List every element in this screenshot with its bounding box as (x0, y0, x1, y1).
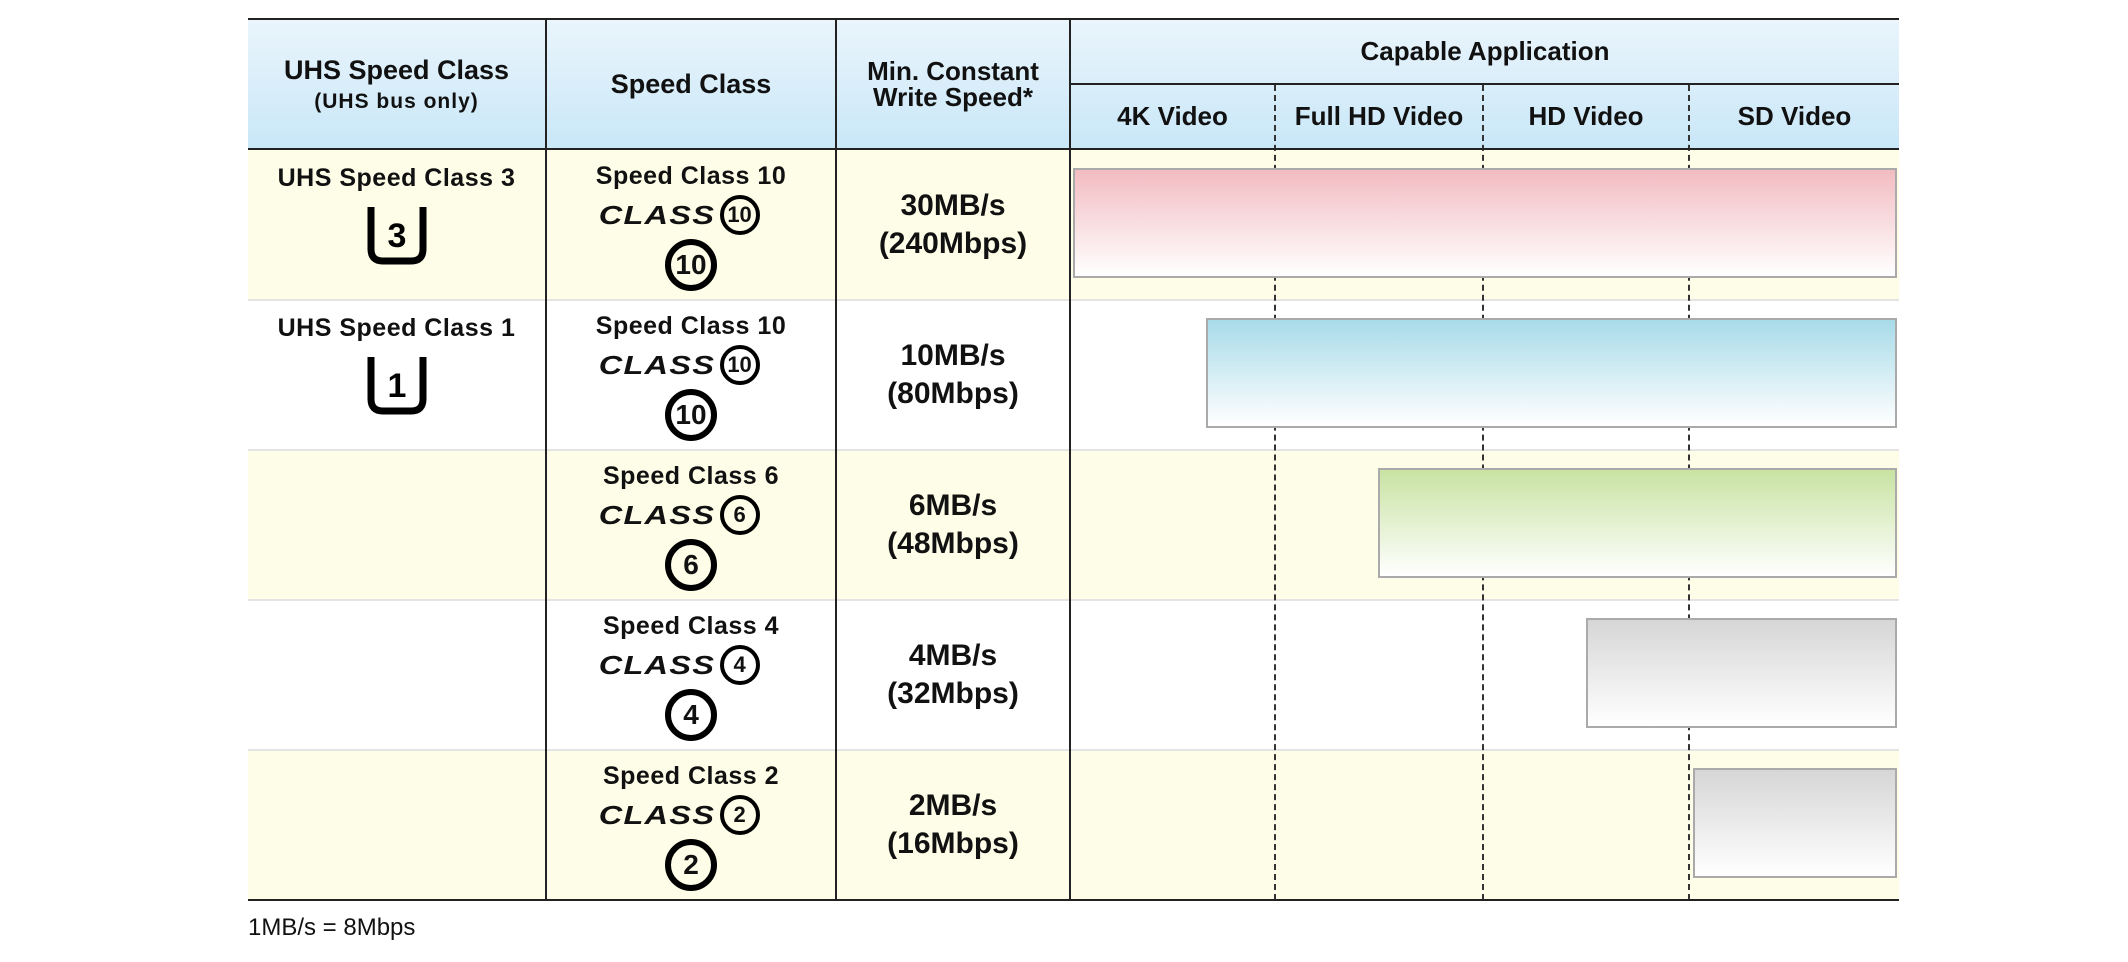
class-2-small-icon: 2 (719, 795, 760, 835)
speed-class-label: Speed Class 10 (595, 312, 787, 340)
column-divider (1069, 18, 1071, 901)
class-word: CLASS (599, 799, 716, 830)
row-divider (248, 449, 1899, 451)
speed-class-label: Speed Class 4 (602, 612, 780, 640)
speed-class-cell: Speed Class 6 CLASS 6 6 (547, 450, 835, 600)
speed-class-cell: Speed Class 10 CLASS 10 10 (547, 300, 835, 450)
footnote: 1MB/s = 8Mbps (248, 914, 416, 941)
speed-mbs: 10MB/s (900, 339, 1006, 372)
uhs-cell: UHS Speed Class 3 3 (248, 150, 545, 300)
class-logo: CLASS 10 (599, 195, 760, 235)
capability-bar-class2 (1693, 768, 1897, 878)
class-2-large-icon: 2 (665, 839, 717, 891)
header-app-4k: 4K Video (1117, 101, 1228, 131)
header-write-speed: Min. Constant Write Speed* (837, 20, 1069, 148)
speed-class-cell: Speed Class 2 CLASS 2 2 (547, 750, 835, 900)
capability-bar-class6 (1378, 468, 1897, 578)
class-4-large-icon: 4 (665, 689, 717, 741)
class-6-large-icon: 6 (665, 539, 717, 591)
speed-mbps: (48Mbps) (887, 527, 1019, 560)
uhs-3-icon: 3 (367, 207, 426, 265)
header-capable-application: Capable Application (1360, 36, 1610, 66)
row-divider (248, 299, 1899, 301)
row-divider (248, 599, 1899, 601)
svg-text:3: 3 (387, 217, 406, 255)
header-write-line2: Write Speed* (873, 82, 1033, 112)
header-app-hd: HD Video (1528, 101, 1644, 131)
header-speed-class: Speed Class (610, 68, 772, 99)
speed-mbps: (80Mbps) (887, 377, 1019, 410)
capability-bar-uhs1 (1206, 318, 1897, 428)
uhs-1-icon: 1 (367, 357, 426, 415)
class-4-small-icon: 4 (719, 645, 760, 685)
column-divider (545, 18, 547, 901)
speed-mbs: 2MB/s (908, 789, 998, 822)
table-row (248, 750, 1899, 900)
uhs-class-label: UHS Speed Class 1 (277, 314, 516, 342)
capable-divider (1071, 83, 1899, 85)
speed-mbps: (32Mbps) (887, 677, 1019, 710)
write-speed-cell: 4MB/s (32Mbps) (837, 600, 1069, 750)
header-uhs-title: UHS Speed Class (283, 54, 510, 85)
class-10-small-icon: 10 (719, 195, 760, 235)
speed-mbs: 30MB/s (900, 189, 1006, 222)
class-10-large-icon: 10 (665, 239, 717, 291)
class-word: CLASS (599, 499, 716, 530)
class-word: CLASS (599, 199, 716, 230)
uhs-cell: UHS Speed Class 1 1 (248, 300, 545, 450)
class-logo: CLASS 4 (599, 645, 760, 685)
header-divider (248, 148, 1899, 150)
write-speed-cell: 6MB/s (48Mbps) (837, 450, 1069, 600)
column-divider (835, 18, 837, 901)
class-10-small-icon: 10 (719, 345, 760, 385)
speed-mbps: (16Mbps) (887, 827, 1019, 860)
svg-text:1: 1 (387, 367, 406, 405)
header-uhs-subtitle: (UHS bus only) (314, 89, 479, 113)
class-logo: CLASS 2 (599, 795, 760, 835)
class-word: CLASS (599, 649, 716, 680)
speed-class-cell: Speed Class 4 CLASS 4 4 (547, 600, 835, 750)
write-speed-cell: 2MB/s (16Mbps) (837, 750, 1069, 900)
class-10-large-icon: 10 (665, 389, 717, 441)
class-logo: CLASS 6 (599, 495, 760, 535)
app-divider (1274, 85, 1276, 900)
write-speed-cell: 10MB/s (80Mbps) (837, 300, 1069, 450)
speed-mbs: 6MB/s (908, 489, 998, 522)
speed-class-label: Speed Class 10 (595, 162, 787, 190)
capability-bar-uhs3 (1073, 168, 1897, 278)
header-app-full-hd: Full HD Video (1294, 101, 1464, 131)
class-word: CLASS (599, 349, 716, 380)
class-6-small-icon: 6 (719, 495, 760, 535)
capability-bar-class4 (1586, 618, 1897, 728)
write-speed-cell: 30MB/s (240Mbps) (837, 150, 1069, 300)
speed-mbs: 4MB/s (908, 639, 998, 672)
row-divider (248, 749, 1899, 751)
class-logo: CLASS 10 (599, 345, 760, 385)
header-app-sd: SD Video (1737, 101, 1852, 131)
header-uhs-speed-class: UHS Speed Class (UHS bus only) (248, 20, 545, 148)
speed-mbps: (240Mbps) (878, 227, 1028, 260)
speed-class-table: UHS Speed Class (UHS bus only) Speed Cla… (248, 18, 1899, 901)
speed-class-label: Speed Class 2 (602, 762, 780, 790)
speed-class-cell: Speed Class 10 CLASS 10 10 (547, 150, 835, 300)
uhs-class-label: UHS Speed Class 3 (277, 164, 516, 192)
table-bottom-border (248, 899, 1899, 901)
speed-class-label: Speed Class 6 (602, 462, 780, 490)
table-top-border (248, 18, 1899, 20)
header-write-line1: Min. Constant (867, 56, 1039, 86)
